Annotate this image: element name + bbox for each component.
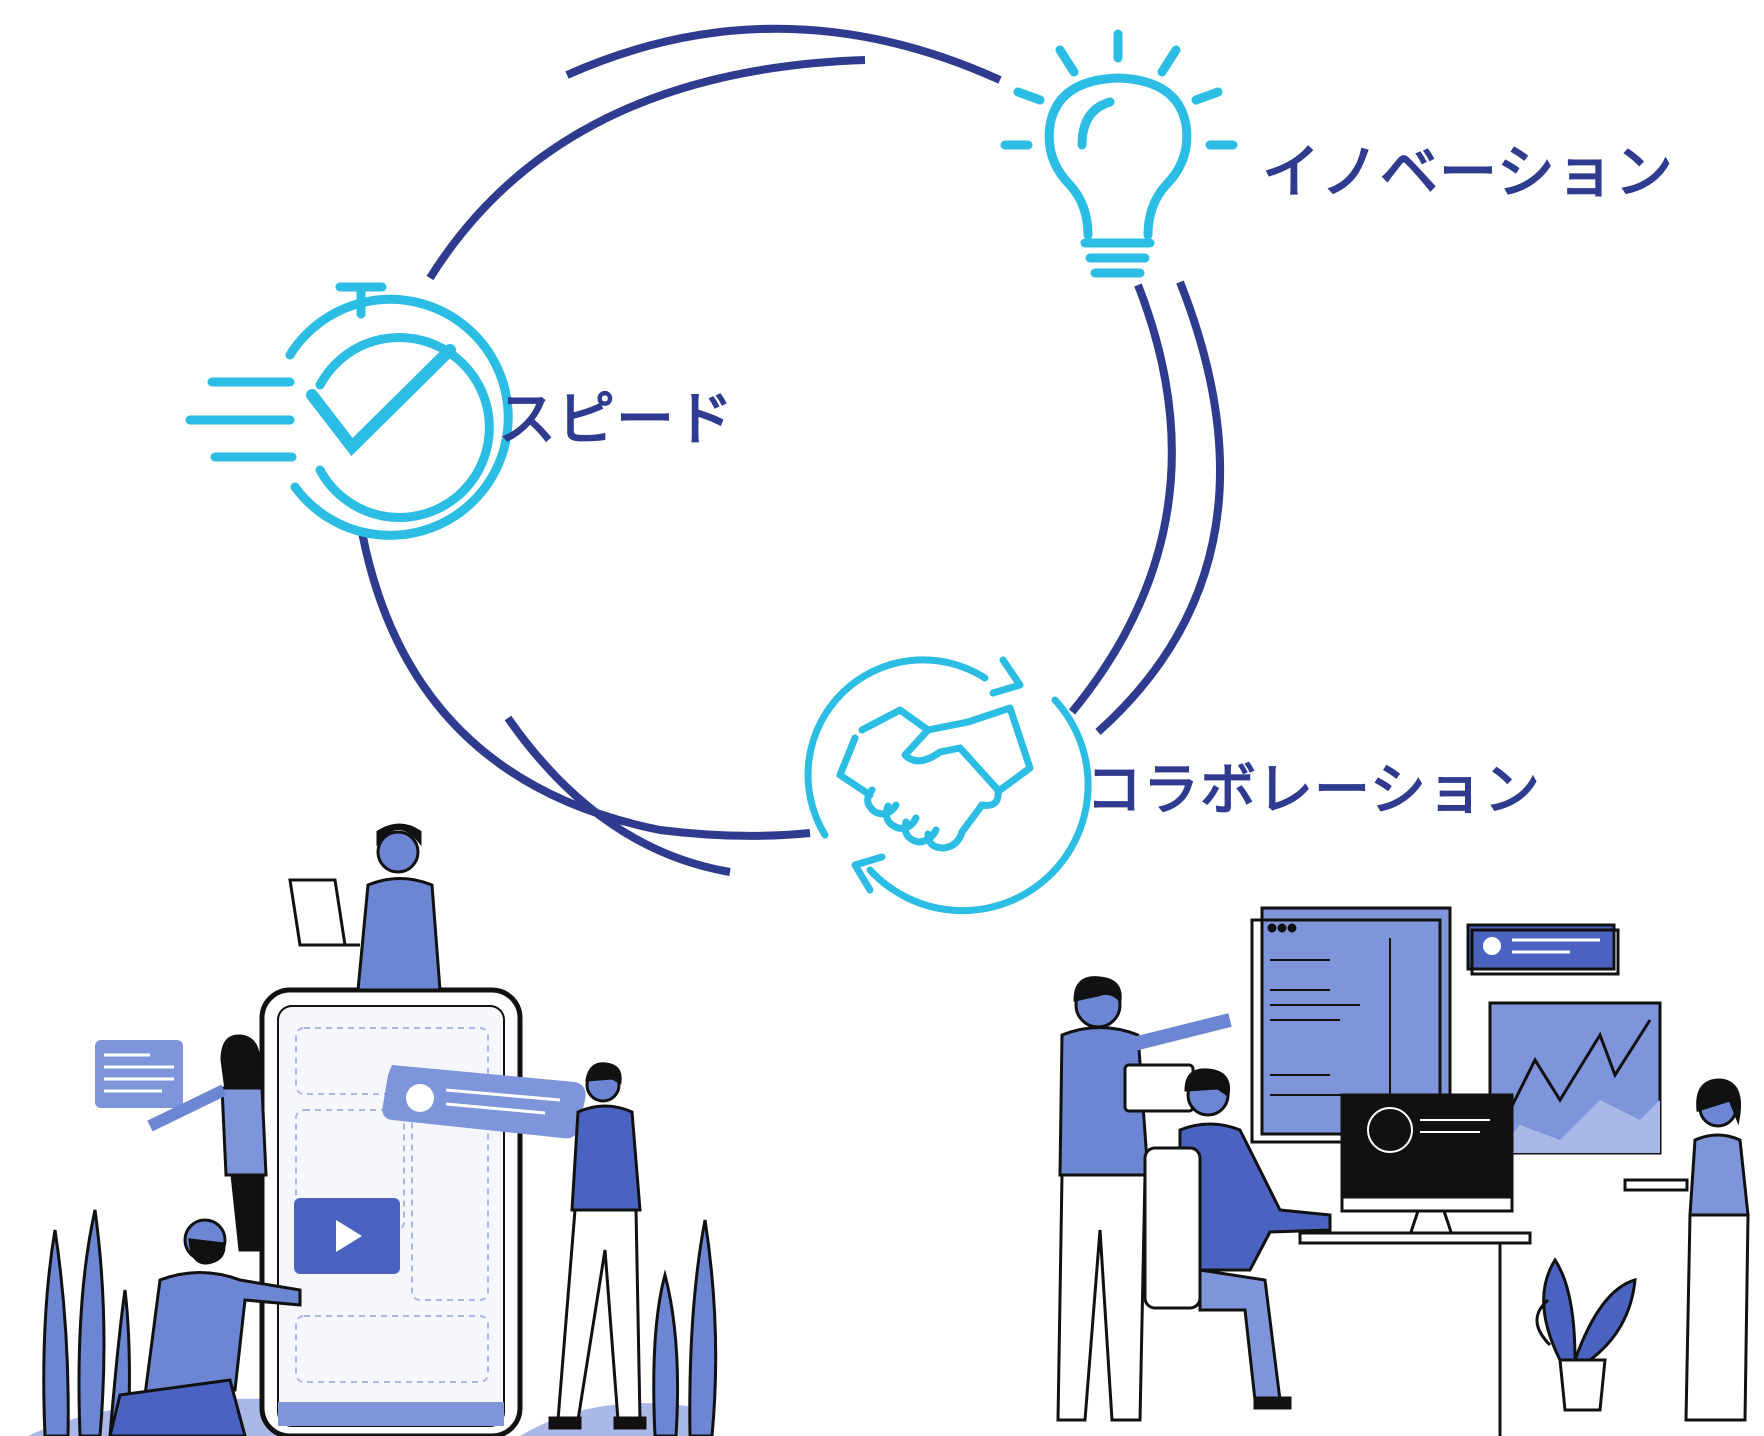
person-seated	[1143, 1068, 1332, 1410]
cycle-arc-right-inner	[1068, 283, 1176, 715]
plant-right	[652, 1219, 718, 1436]
person-bottom-left	[108, 1218, 302, 1436]
handshake-cycle-icon	[804, 656, 1092, 915]
mobile-team-illustration	[28, 823, 718, 1436]
monitor	[1340, 1093, 1514, 1237]
potted-plant	[1535, 1257, 1637, 1412]
cycle-arc-right-outer	[1095, 280, 1224, 735]
label-collaboration: コラボレーション	[1086, 758, 1541, 823]
cycle-arc-bottom-outer	[504, 715, 731, 876]
note-card	[95, 1040, 183, 1108]
office-team-illustration	[1056, 906, 1750, 1436]
label-speed: スピード	[498, 385, 735, 453]
lightbulb-icon	[1000, 29, 1238, 278]
cycle-arc-top-outer	[565, 24, 1002, 84]
person-left-woman	[147, 1034, 268, 1252]
check-card	[1466, 923, 1620, 976]
cycle-arcs	[358, 24, 1224, 876]
person-right-woman	[1623, 1078, 1750, 1422]
message-card	[382, 1065, 586, 1139]
plant-left	[42, 1209, 131, 1436]
chart-panel	[1488, 1001, 1662, 1155]
stopwatch-check-icon	[185, 282, 513, 540]
person-pointing	[1056, 976, 1232, 1422]
desk	[1298, 1231, 1532, 1245]
cycle-arc-left	[358, 531, 811, 840]
label-innovation: イノベーション	[1262, 138, 1674, 206]
person-right	[548, 1062, 647, 1430]
cycle-arc-top-inner	[426, 56, 866, 281]
person-top-laptop	[288, 823, 442, 992]
